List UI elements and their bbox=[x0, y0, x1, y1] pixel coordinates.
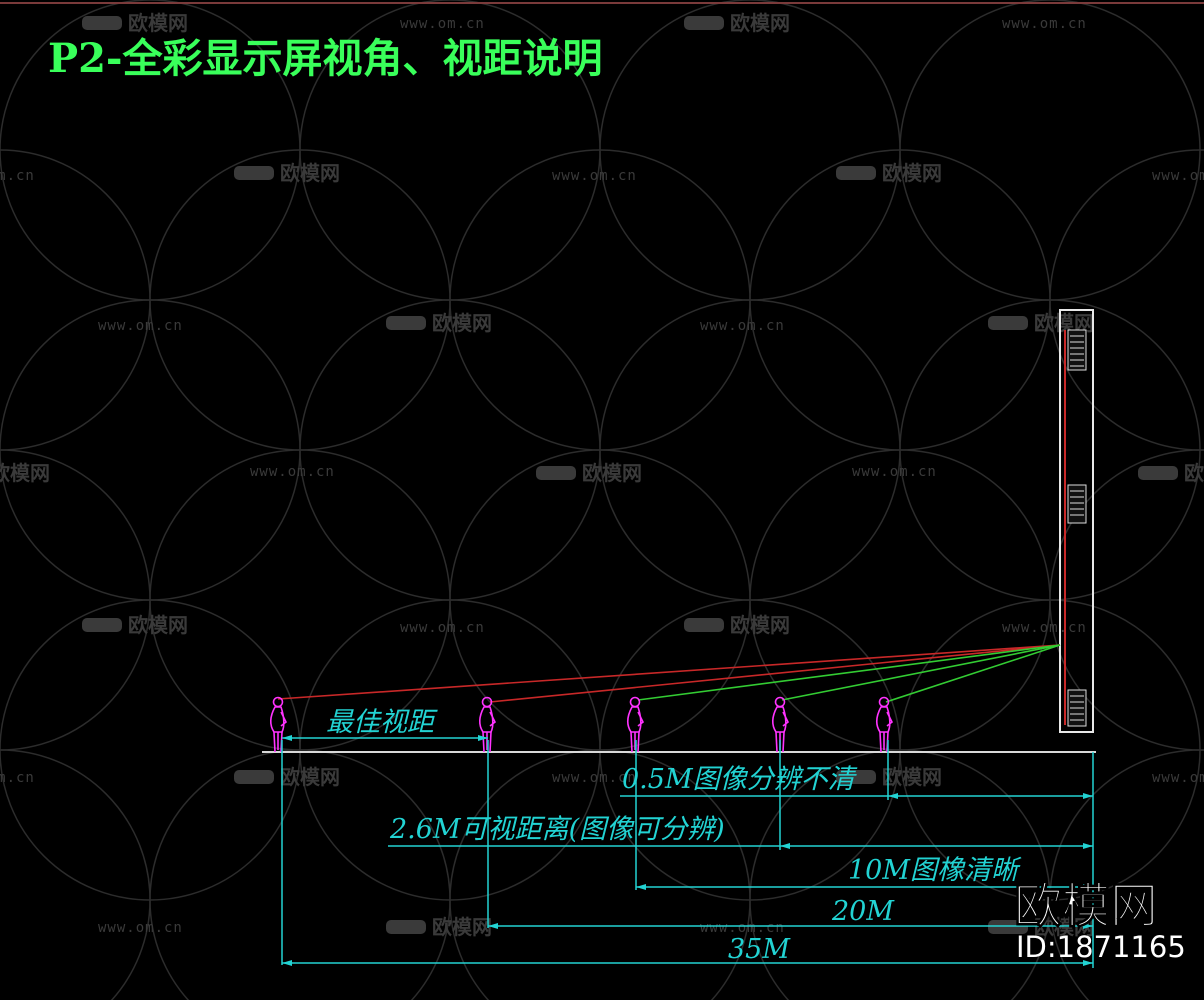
watermark-sofa-icon bbox=[82, 618, 122, 632]
watermark-url: www.om.cn bbox=[250, 464, 335, 480]
watermark-url: www.om.cn bbox=[552, 770, 637, 786]
watermark-url: www.om.cn bbox=[1152, 770, 1204, 786]
watermark-sofa-icon bbox=[836, 770, 876, 784]
watermark-url: www.om.cn bbox=[98, 920, 183, 936]
watermark-sofa-icon bbox=[234, 166, 274, 180]
watermark-name: 欧模网 bbox=[882, 161, 942, 185]
viewer-figure bbox=[626, 696, 645, 753]
watermark-sofa-icon bbox=[386, 316, 426, 330]
dimension-arrowheads bbox=[282, 735, 1093, 966]
watermark-url: www.om.cn bbox=[400, 620, 485, 636]
watermark-name: 欧模网 bbox=[280, 765, 340, 789]
watermark-text-layer: 欧模网欧模网欧模网欧模网欧模网欧模网欧模网欧模网欧模网欧模网欧模网欧模网欧模网欧… bbox=[0, 11, 1204, 939]
display-screen bbox=[1059, 309, 1094, 733]
label-dim-35m: 35M bbox=[728, 934, 791, 965]
screen-module-top bbox=[1067, 329, 1087, 371]
sight-lines bbox=[277, 644, 1061, 703]
watermark-name: 欧模网 bbox=[432, 915, 492, 939]
watermark-name: 欧模网 bbox=[730, 613, 790, 637]
sight-line-20m bbox=[489, 644, 1061, 703]
brand-watermark: 欧模网 ID:1871165 bbox=[1014, 878, 1186, 965]
screen-module-bottom bbox=[1067, 689, 1087, 727]
brand-name: 欧模网 bbox=[1014, 878, 1158, 934]
watermark-sofa-icon bbox=[684, 16, 724, 30]
label-dim-20m: 20M bbox=[831, 896, 895, 927]
watermark-url: www.om.cn bbox=[98, 318, 183, 334]
watermark-sofa-icon bbox=[386, 920, 426, 934]
watermark-sofa-icon bbox=[1138, 466, 1178, 480]
watermark-sofa-icon bbox=[82, 16, 122, 30]
watermark-sofa-icon bbox=[684, 618, 724, 632]
watermark-url: www.om.cn bbox=[1002, 620, 1087, 636]
watermark-url: www.om.cn bbox=[700, 318, 785, 334]
sight-line-10m bbox=[637, 644, 1061, 701]
watermark-name: 欧模网 bbox=[128, 613, 188, 637]
watermark-sofa-icon bbox=[234, 770, 274, 784]
watermark-name: 欧模网 bbox=[1184, 461, 1204, 485]
sight-line-0-5m bbox=[885, 644, 1061, 703]
label-dim-0-5m: 0.5M图像分辨不清 bbox=[622, 764, 858, 795]
watermark-name: 欧模网 bbox=[0, 461, 50, 485]
watermark-url: www.om.cn bbox=[400, 16, 485, 32]
watermark-name: 欧模网 bbox=[432, 311, 492, 335]
watermark-url: www.om.cn bbox=[1152, 168, 1204, 184]
watermark-name: 欧模网 bbox=[582, 461, 642, 485]
brand-id: ID:1871165 bbox=[1016, 930, 1186, 964]
watermark-url: www.om.cn bbox=[0, 168, 35, 184]
watermark-sofa-icon bbox=[836, 166, 876, 180]
viewer-figures bbox=[269, 696, 894, 753]
watermark-sofa-icon bbox=[988, 920, 1028, 934]
watermark-url: www.om.cn bbox=[700, 920, 785, 936]
watermark-url: www.om.cn bbox=[0, 770, 35, 786]
watermark-name: 欧模网 bbox=[128, 11, 188, 35]
watermark-name: 欧模网 bbox=[280, 161, 340, 185]
dimension-lines bbox=[281, 737, 1094, 968]
drawing-title: P2-全彩显示屏视角、视距说明 bbox=[48, 35, 603, 82]
label-dim-10m: 10M图橡清晰 bbox=[848, 855, 1022, 886]
label-best-distance: 最佳视距 bbox=[326, 707, 438, 738]
screen-module-middle bbox=[1067, 484, 1087, 524]
sight-line-2-6m bbox=[781, 644, 1061, 701]
watermark-sofa-icon bbox=[536, 466, 576, 480]
label-dim-2-6m: 2.6M可视距离(图像可分辨) bbox=[389, 814, 725, 845]
watermark-name: 欧模网 bbox=[882, 765, 942, 789]
viewer-figure bbox=[875, 696, 894, 753]
watermark-url: www.om.cn bbox=[852, 464, 937, 480]
watermark-url: www.om.cn bbox=[552, 168, 637, 184]
sight-line-35m bbox=[277, 644, 1061, 700]
viewer-figure bbox=[269, 696, 288, 753]
viewer-figure bbox=[478, 696, 497, 753]
screen-frame bbox=[1059, 309, 1094, 733]
watermark-sofa-icon bbox=[988, 316, 1028, 330]
watermark-name: 欧模网 bbox=[730, 11, 790, 35]
watermark-url: www.om.cn bbox=[1002, 16, 1087, 32]
